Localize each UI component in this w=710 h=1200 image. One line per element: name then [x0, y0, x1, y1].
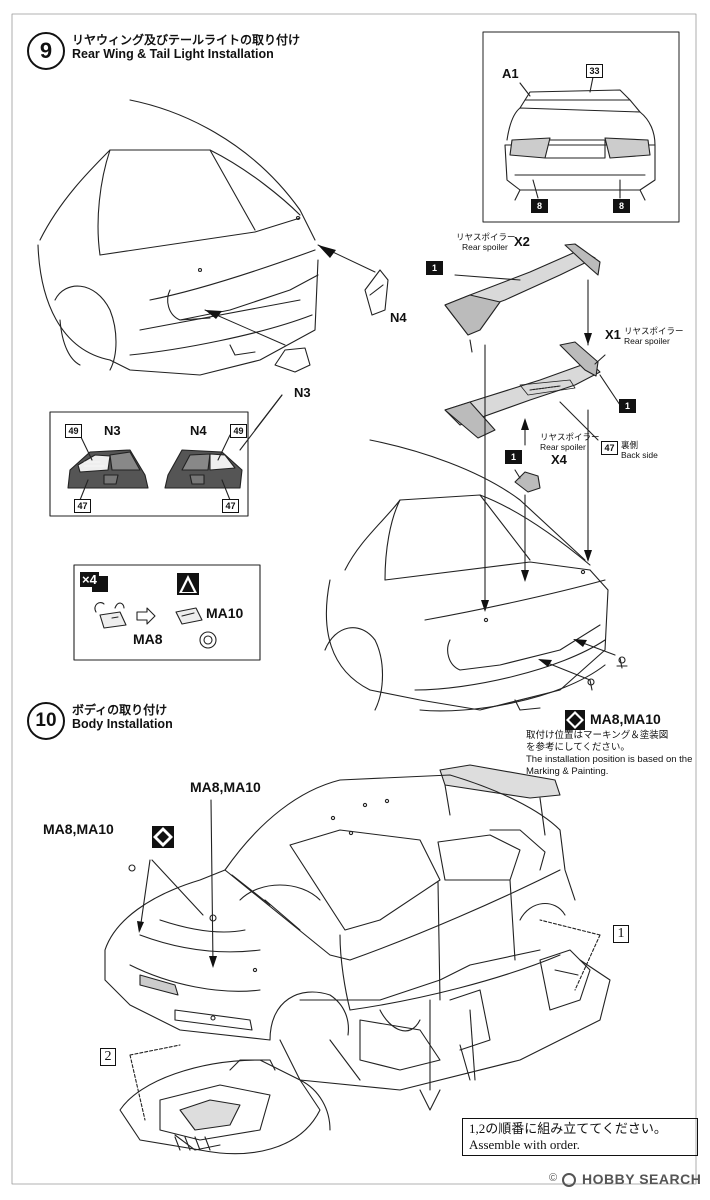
- install-ma8-ma10-label: MA8,MA10: [590, 711, 661, 727]
- tail-chip-47-right: 47: [222, 499, 239, 513]
- x2-chip-1: 1: [426, 261, 443, 275]
- order-note: 1,2の順番に組み立ててください。 Assemble with order.: [462, 1118, 698, 1156]
- x1-jp-label: リヤスポイラー: [624, 326, 684, 336]
- order-note-en: Assemble with order.: [469, 1137, 580, 1152]
- watermark-logo-icon: [562, 1173, 576, 1187]
- x2-en-label: Rear spoiler: [462, 242, 508, 252]
- x4-jp-label: リヤスポイラー: [540, 432, 600, 442]
- back-side-chip-47: 47: [601, 441, 618, 455]
- install-note-jp-1: 取付け位置はマーキング＆塗装図: [526, 730, 669, 741]
- step-9-number: 9: [27, 32, 65, 70]
- part-x2-label: X2: [514, 234, 530, 249]
- inset-a1-label: A1: [502, 66, 519, 81]
- x4-chip-1: 1: [505, 450, 522, 464]
- back-side-en: Back side: [621, 450, 658, 460]
- step-10-number: 10: [27, 702, 65, 740]
- step-10-title-en: Body Installation: [72, 717, 173, 731]
- mask-qty-label: ×4: [80, 572, 99, 587]
- step-9-title-en: Rear Wing & Tail Light Installation: [72, 47, 274, 61]
- step-9-title-jp: リヤウィング及びテールライトの取り付け: [72, 33, 301, 47]
- back-side-jp: 裏側: [621, 440, 639, 450]
- step-9-number-text: 9: [39, 38, 53, 63]
- install-note-en-2: Marking & Painting.: [526, 766, 609, 777]
- inset-chip-8-right: 8: [613, 199, 630, 213]
- tail-n4-label: N4: [190, 423, 207, 438]
- tail-n3-label: N3: [104, 423, 121, 438]
- part-x1-label: X1: [605, 327, 621, 342]
- step-10-title-jp: ボディの取り付け: [72, 703, 168, 717]
- part-x4-label: X4: [551, 452, 567, 467]
- order-note-jp: 1,2の順番に組み立ててください。: [469, 1121, 667, 1136]
- part-n3-label: N3: [294, 385, 311, 400]
- part-n4-label: N4: [390, 310, 407, 325]
- x2-jp-label: リヤスポイラー: [456, 232, 516, 242]
- mask-ma10-label: MA10: [206, 605, 244, 621]
- mask-ma8-label: MA8: [133, 631, 163, 647]
- watermark-text: HOBBY SEARCH: [582, 1171, 702, 1187]
- tail-chip-49-right: 49: [230, 424, 247, 438]
- step-10-ma-label-top: MA8,MA10: [190, 779, 261, 795]
- inset-chip-8-left: 8: [531, 199, 548, 213]
- install-note-en-1: The installation position is based on th…: [526, 754, 693, 765]
- watermark-copyright: ©: [549, 1172, 558, 1184]
- inset-chip-33: 33: [586, 64, 603, 78]
- install-note-jp-2: を参考にしてください。: [526, 742, 630, 753]
- x4-en-label: Rear spoiler: [540, 442, 586, 452]
- tail-chip-47-left: 47: [74, 499, 91, 513]
- x1-chip-1: 1: [619, 399, 636, 413]
- tail-chip-49-left: 49: [65, 424, 82, 438]
- step-10-number-text: 10: [35, 710, 57, 731]
- step-10-num-1: 1: [613, 925, 629, 943]
- step-10-num-2: 2: [100, 1048, 116, 1066]
- x1-en-label: Rear spoiler: [624, 336, 670, 346]
- step-10-ma-label-left: MA8,MA10: [43, 821, 114, 837]
